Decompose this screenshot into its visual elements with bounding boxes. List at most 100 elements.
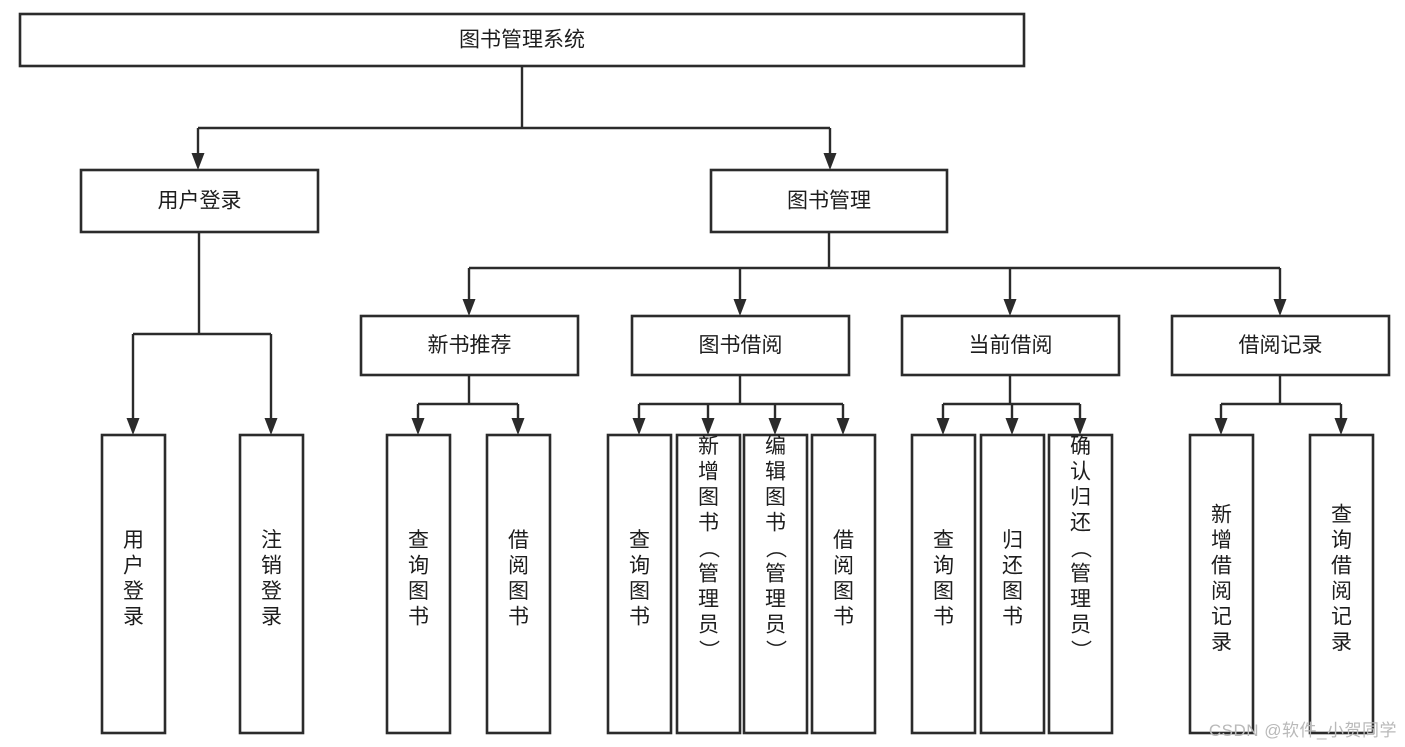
node-label-char: 理 [698,588,719,611]
node-book-borrow[interactable]: 图书借阅 [630,314,851,377]
node-label-char: 图 [765,486,786,509]
node-label-char: （ [1069,538,1092,559]
connector-current-borrow-children [936,375,1087,435]
node-box-leaf-add-borrow-record[interactable] [1188,433,1255,735]
node-label-char: 录 [1211,631,1232,654]
node-label-char: 确 [1070,435,1091,458]
node-label-char: 询 [408,555,429,578]
node-label-char: 书 [508,606,529,629]
node-box-leaf-confirm-return-admin[interactable] [1047,433,1114,735]
node-label-char: 增 [1211,529,1232,552]
node-label-char: 借 [1331,555,1352,578]
node-label-char: 理 [1070,588,1091,611]
node-label-char: ） [697,640,720,661]
node-box-leaf-borrow-book[interactable] [810,433,877,735]
node-label-char: 图 [408,580,429,603]
node-label-char: 理 [765,588,786,611]
node-label-char: ） [764,640,787,661]
node-box-leaf-query-book[interactable] [606,433,673,735]
node-box-leaf-return-book[interactable] [979,433,1046,735]
node-label-char: 增 [698,461,719,484]
connector-user-login-children [126,232,278,435]
node-box-book-borrow[interactable] [630,314,851,377]
node-box-leaf-borrow-book-rec[interactable] [485,433,552,735]
node-label-char: 户 [123,555,144,578]
node-box-leaf-logout-login[interactable] [238,433,305,735]
node-label-char: 图 [698,486,719,509]
node-label-char: 图 [933,580,954,603]
node-label-char: 书 [933,606,954,629]
node-borrow-record[interactable]: 借阅记录 [1170,314,1391,377]
node-label-char: 书 [408,606,429,629]
node-box-leaf-user-login[interactable] [100,433,167,735]
node-label-char: 书 [765,512,786,535]
node-label-new-book-recommend: 新书推荐 [428,334,512,357]
node-box-leaf-query-book-cur[interactable] [910,433,977,735]
connector-new-book-recommend-children [411,375,525,435]
connector-book-manage-children [462,232,1287,316]
node-box-borrow-record[interactable] [1170,314,1391,377]
node-label-book-borrow: 图书借阅 [699,334,783,357]
node-box-leaf-add-book-admin[interactable] [675,433,742,735]
node-label-char: 阅 [1331,580,1352,603]
node-label-char: 图 [833,580,854,603]
node-label-char: 书 [629,606,650,629]
node-label-char: 管 [765,563,786,586]
node-label-char: 阅 [1211,580,1232,603]
nodes-layer: 图书管理系统用户登录图书管理新书推荐图书借阅当前借阅借阅记录用户登录注销登录查询… [18,12,1391,735]
node-current-borrow[interactable]: 当前借阅 [900,314,1121,377]
node-label-char: 管 [1070,563,1091,586]
node-label-char: 询 [1331,529,1352,552]
node-label-char: 辑 [765,461,786,484]
node-box-current-borrow[interactable] [900,314,1121,377]
node-book-manage[interactable]: 图书管理 [709,168,949,234]
node-label-char: 记 [1211,606,1232,629]
node-leaf-user-login[interactable]: 用户登录 [100,433,167,735]
node-label-current-borrow: 当前借阅 [969,334,1053,357]
node-label-char: 新 [1211,504,1232,527]
node-label-char: 询 [629,555,650,578]
node-label-char: （ [697,538,720,559]
node-user-login[interactable]: 用户登录 [79,168,320,234]
node-label-char: 用 [123,529,144,552]
node-label-char: ） [1069,640,1092,661]
node-box-book-manage[interactable] [709,168,949,234]
node-label-char: 书 [833,606,854,629]
node-label-char: 销 [261,555,282,578]
node-label-book-manage: 图书管理 [787,190,871,213]
connector-book-borrow-children [632,375,850,435]
node-box-leaf-query-borrow-record[interactable] [1308,433,1375,735]
node-box-leaf-query-book-rec[interactable] [385,433,452,735]
node-label-char: 注 [261,529,282,552]
node-label-root: 图书管理系统 [459,29,585,52]
node-label-char: 书 [1002,606,1023,629]
node-box-user-login[interactable] [79,168,320,234]
node-box-leaf-edit-book-admin[interactable] [742,433,809,735]
node-root[interactable]: 图书管理系统 [18,12,1026,68]
node-box-new-book-recommend[interactable] [359,314,580,377]
node-box-root[interactable] [18,12,1026,68]
node-label-char: 查 [629,529,650,552]
node-label-char: 编 [765,435,786,458]
node-label-char: 员 [698,614,719,637]
node-label-char: （ [764,538,787,559]
node-label-char: 还 [1070,512,1091,535]
node-label-char: 认 [1070,461,1091,484]
node-new-book-recommend[interactable]: 新书推荐 [359,314,580,377]
node-label-char: 登 [123,580,144,603]
node-label-char: 归 [1070,486,1091,509]
node-label-char: 借 [833,529,854,552]
